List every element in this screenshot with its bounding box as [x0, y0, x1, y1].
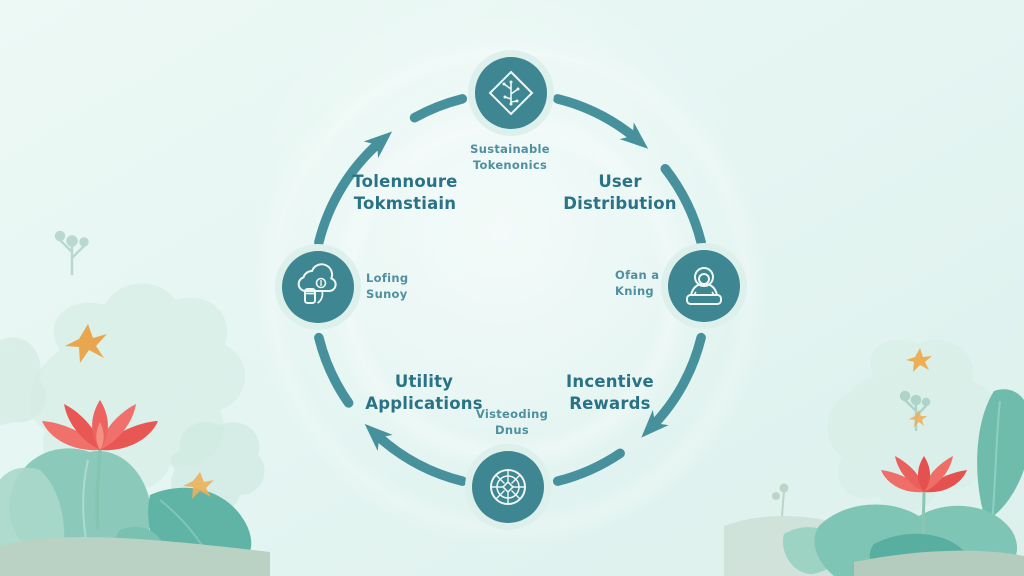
stage-label-lower-left: Utility Applications	[365, 371, 482, 415]
caption-line: Lofing	[366, 271, 409, 285]
stage-label-line: Incentive	[566, 372, 654, 392]
arc-into-bottom	[552, 448, 625, 486]
node-user-distribution	[661, 243, 747, 329]
caption-line: Sustainable	[470, 142, 550, 157]
caption-line: Dnus	[495, 423, 529, 437]
wireframe-globe-icon	[490, 469, 526, 505]
caption-line: Kning	[615, 283, 654, 298]
arc-bottom-to-left	[364, 423, 468, 486]
stage-label-lower-right: Incentive Rewards	[566, 371, 654, 415]
stage-label-line: Distribution	[563, 194, 677, 213]
stage-label-line: Rewards	[569, 394, 651, 413]
caption-line: Visteoding	[475, 407, 549, 422]
caption-line: Ofan a	[615, 268, 660, 282]
arc-right-to-bottom	[641, 332, 706, 438]
caption-left-node: Lofing Sunoy	[366, 271, 408, 303]
caption-line: Sunoy	[366, 286, 408, 301]
arc-top-to-right	[552, 94, 649, 149]
stage-label-line: Utility	[394, 372, 454, 392]
stage-label-line: User	[598, 172, 642, 192]
caption-bottom-node: Visteoding Dnus	[476, 407, 548, 439]
arc-left-to-top	[314, 131, 393, 248]
node-incentive-rewards	[465, 444, 551, 530]
caption-right-node: Ofan a Kning	[615, 268, 659, 300]
arc-into-top	[409, 94, 468, 123]
stage-label-upper-right: User Distribution	[563, 171, 676, 215]
arc-into-right	[660, 163, 706, 248]
node-token-supply	[275, 244, 361, 330]
stage-label-upper-left: Tolennoure Tokmstiain	[352, 171, 457, 215]
circuit-diamond-icon	[488, 70, 534, 116]
cloud-coin-icon	[297, 263, 337, 304]
stage-label-line: Tokmstiain	[353, 194, 457, 213]
arc-into-left	[314, 332, 354, 408]
caption-top-node: Sustainable Tokenonics	[470, 142, 550, 174]
stage-label-line: Applications	[365, 394, 483, 413]
person-desk-icon	[686, 267, 722, 305]
stage-label-line: Tolennoure	[352, 172, 458, 192]
node-sustainable-tokenomics	[468, 50, 554, 136]
caption-line: Tokenonics	[472, 158, 548, 172]
